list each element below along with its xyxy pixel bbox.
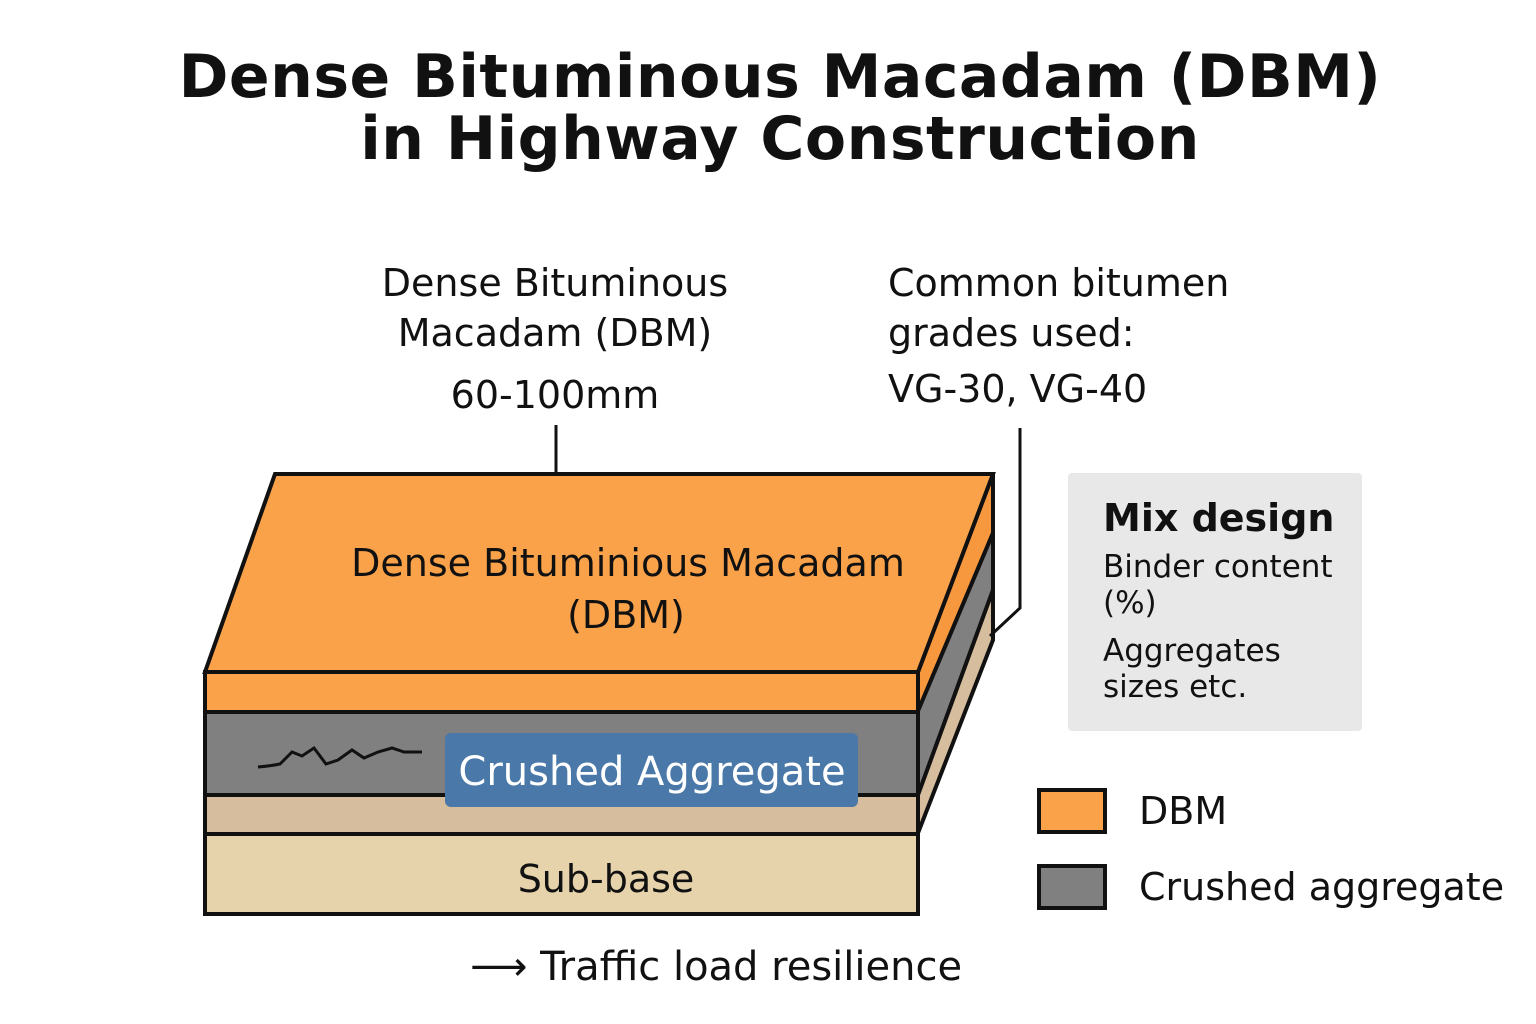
title-line-2: in Highway Construction (360, 104, 1200, 174)
legend-label-aggregate: Crushed aggregate (1139, 865, 1505, 909)
traffic-load-text: Traffic load resilience (540, 944, 963, 990)
bitumen-grades-value: VG-30, VG-40 (888, 367, 1148, 411)
grades-callout-line-2: grades used: (888, 311, 1135, 355)
dbm-top-label-line-2: (DBM) (567, 593, 685, 637)
mix-design-binder: Binder content (%) (1103, 549, 1333, 621)
dbm-callout-line-2: Macadam (DBM) (397, 311, 713, 355)
crushed-aggregate-badge (445, 733, 858, 807)
legend-swatch-dbm (1037, 788, 1107, 834)
bitumen-grades-callout: Common bitumen grades used: VG-30, VG-40 (888, 258, 1308, 414)
mix-design-title: Mix design (1103, 496, 1335, 540)
crack-line (257, 745, 422, 769)
arrow-right-icon: ⟶ (470, 944, 528, 990)
mix-design-aggregates: Aggregates sizes etc. (1103, 633, 1281, 705)
legend-swatch-aggregate (1037, 864, 1107, 910)
subbase-label: Sub-base (518, 857, 695, 901)
grades-callout-line-1: Common bitumen (888, 261, 1230, 305)
dbm-top-label-line-1: Dense Bituminious Macadam (351, 541, 905, 585)
crushed-aggregate-label: Crushed Aggregate (458, 749, 845, 795)
legend-label-dbm: DBM (1139, 789, 1228, 833)
dbm-thickness-callout: Dense Bituminous Macadam (DBM) 60-100mm (350, 258, 760, 420)
traffic-load-caption: ⟶ Traffic load resilience (470, 942, 962, 992)
dbm-thickness-value: 60-100mm (450, 373, 660, 417)
legend-item-aggregate: Crushed aggregate (1037, 864, 1504, 910)
diagram-title: Dense Bituminous Macadam (DBM) in Highwa… (0, 46, 1536, 170)
mix-design-box: Mix design Binder content (%) Aggregates… (1068, 473, 1362, 731)
title-line-1: Dense Bituminous Macadam (DBM) (178, 42, 1382, 112)
legend-item-dbm: DBM (1037, 788, 1227, 834)
subbase-front-layer (203, 832, 920, 916)
dbm-front-layer (203, 670, 920, 714)
dbm-callout-line-1: Dense Bituminous (381, 261, 729, 305)
grades-leader-line (988, 428, 1022, 638)
